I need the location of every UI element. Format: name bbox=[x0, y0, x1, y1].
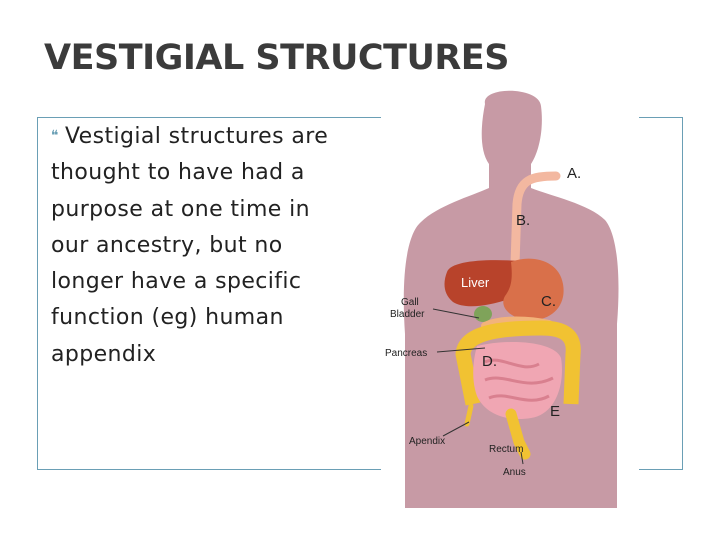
label-apendix: Apendix bbox=[409, 436, 445, 447]
content-box bbox=[37, 117, 683, 470]
digestive-system-illustration: A. B. Liver C. Gall Bladder Pancreas D. … bbox=[385, 90, 619, 508]
leaf-bullet-icon: ❝ bbox=[51, 128, 59, 144]
leader-lines bbox=[432, 308, 524, 465]
label-c: C. bbox=[541, 293, 556, 310]
digestive-system-diagram: A. B. Liver C. Gall Bladder Pancreas D. … bbox=[381, 84, 639, 508]
gall-bladder bbox=[474, 306, 492, 322]
rectum bbox=[505, 408, 531, 460]
label-e: E bbox=[550, 403, 560, 420]
slide-title: VESTIGIAL STRUCTURES bbox=[44, 38, 509, 78]
esophagus bbox=[510, 171, 561, 269]
intestine-loops bbox=[484, 358, 554, 402]
label-pancreas: Pancreas bbox=[385, 348, 427, 359]
bullet-text: Vestigial structures are thought to have… bbox=[51, 124, 329, 367]
label-liver: Liver bbox=[461, 275, 490, 290]
label-a: A. bbox=[567, 165, 581, 182]
label-rectum: Rectum bbox=[489, 444, 523, 455]
label-d: D. bbox=[482, 353, 497, 370]
label-gall: Gall bbox=[401, 297, 419, 308]
label-b: B. bbox=[516, 212, 530, 229]
label-bladder: Bladder bbox=[390, 309, 425, 320]
bullet-paragraph: ❝Vestigial structures are thought to hav… bbox=[51, 118, 351, 373]
large-intestine bbox=[455, 320, 581, 406]
stomach bbox=[503, 258, 564, 321]
appendix bbox=[464, 403, 474, 427]
label-anus: Anus bbox=[503, 467, 526, 478]
